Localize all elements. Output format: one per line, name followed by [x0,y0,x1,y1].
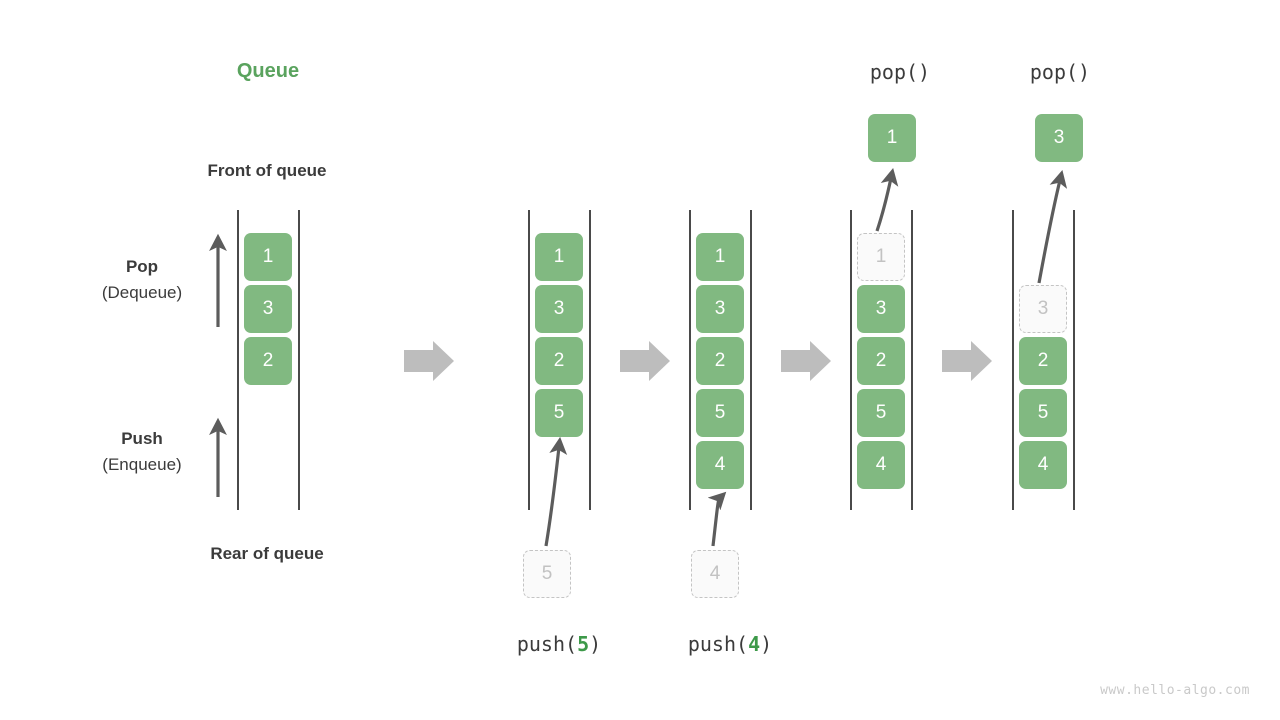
popped-element: 1 [868,114,916,162]
queue-element: 5 [857,389,905,437]
watermark: www.hello-algo.com [1100,683,1250,698]
queue-element: 5 [696,389,744,437]
caption-text: push( [516,632,578,656]
popped-element: 3 [1035,114,1083,162]
queue-element-ghost: 1 [857,233,905,281]
queue-element: 5 [1019,389,1067,437]
caption-push-4: push(4) [655,632,805,656]
front-of-queue-label: Front of queue [207,161,327,180]
rail-left-col3 [689,210,691,510]
rail-right-col5 [1073,210,1075,510]
queue-element: 4 [1019,441,1067,489]
queue-element: 4 [857,441,905,489]
queue-element: 1 [535,233,583,281]
queue-element: 5 [535,389,583,437]
caption-close: ) [760,632,773,656]
queue-element: 2 [244,337,292,385]
rail-right-col2 [589,210,591,510]
transition-arrow [620,341,670,381]
transition-arrow [781,341,831,381]
page-title: Queue [236,60,300,82]
caption-close: ) [589,632,602,656]
push-insert-arrow-5 [544,436,568,547]
rail-left-col2 [528,210,530,510]
pop-label-paren: (Dequeue) [101,283,183,302]
queue-element: 3 [857,285,905,333]
caption-value: 4 [748,632,761,656]
rail-right-col4 [911,210,913,510]
queue-element: 3 [696,285,744,333]
rear-of-queue-label: Rear of queue [210,544,324,563]
queue-element: 1 [696,233,744,281]
queue-element: 3 [535,285,583,333]
pop-extract-arrow-3 [1037,170,1068,284]
caption-push-5: push(5) [484,632,634,656]
push-label: Push (Enqueue) [62,426,222,479]
caption-value: 5 [577,632,590,656]
push-label-paren: (Enqueue) [102,455,182,474]
queue-element: 2 [535,337,583,385]
op-label-pop-3: pop() [1029,60,1091,84]
pop-label: Pop (Dequeue) [62,254,222,307]
queue-element: 2 [696,337,744,385]
rail-right-col1 [298,210,300,510]
push-insert-arrow-4 [707,491,727,547]
rail-left-col4 [850,210,852,510]
transition-arrow [942,341,992,381]
transition-arrow [404,341,454,381]
queue-element: 4 [696,441,744,489]
pop-label-bold: Pop [125,257,159,276]
queue-element: 3 [244,285,292,333]
rail-right-col3 [750,210,752,510]
op-label-pop-1: pop() [869,60,931,84]
incoming-element-ghost: 5 [523,550,571,598]
pop-extract-arrow-1 [875,167,899,232]
queue-element: 2 [857,337,905,385]
queue-element-ghost: 3 [1019,285,1067,333]
rail-left-col1 [237,210,239,510]
rail-left-col5 [1012,210,1014,510]
push-label-bold: Push [121,429,163,448]
queue-element: 2 [1019,337,1067,385]
queue-element: 1 [244,233,292,281]
caption-text: push( [687,632,749,656]
incoming-element-ghost: 4 [691,550,739,598]
